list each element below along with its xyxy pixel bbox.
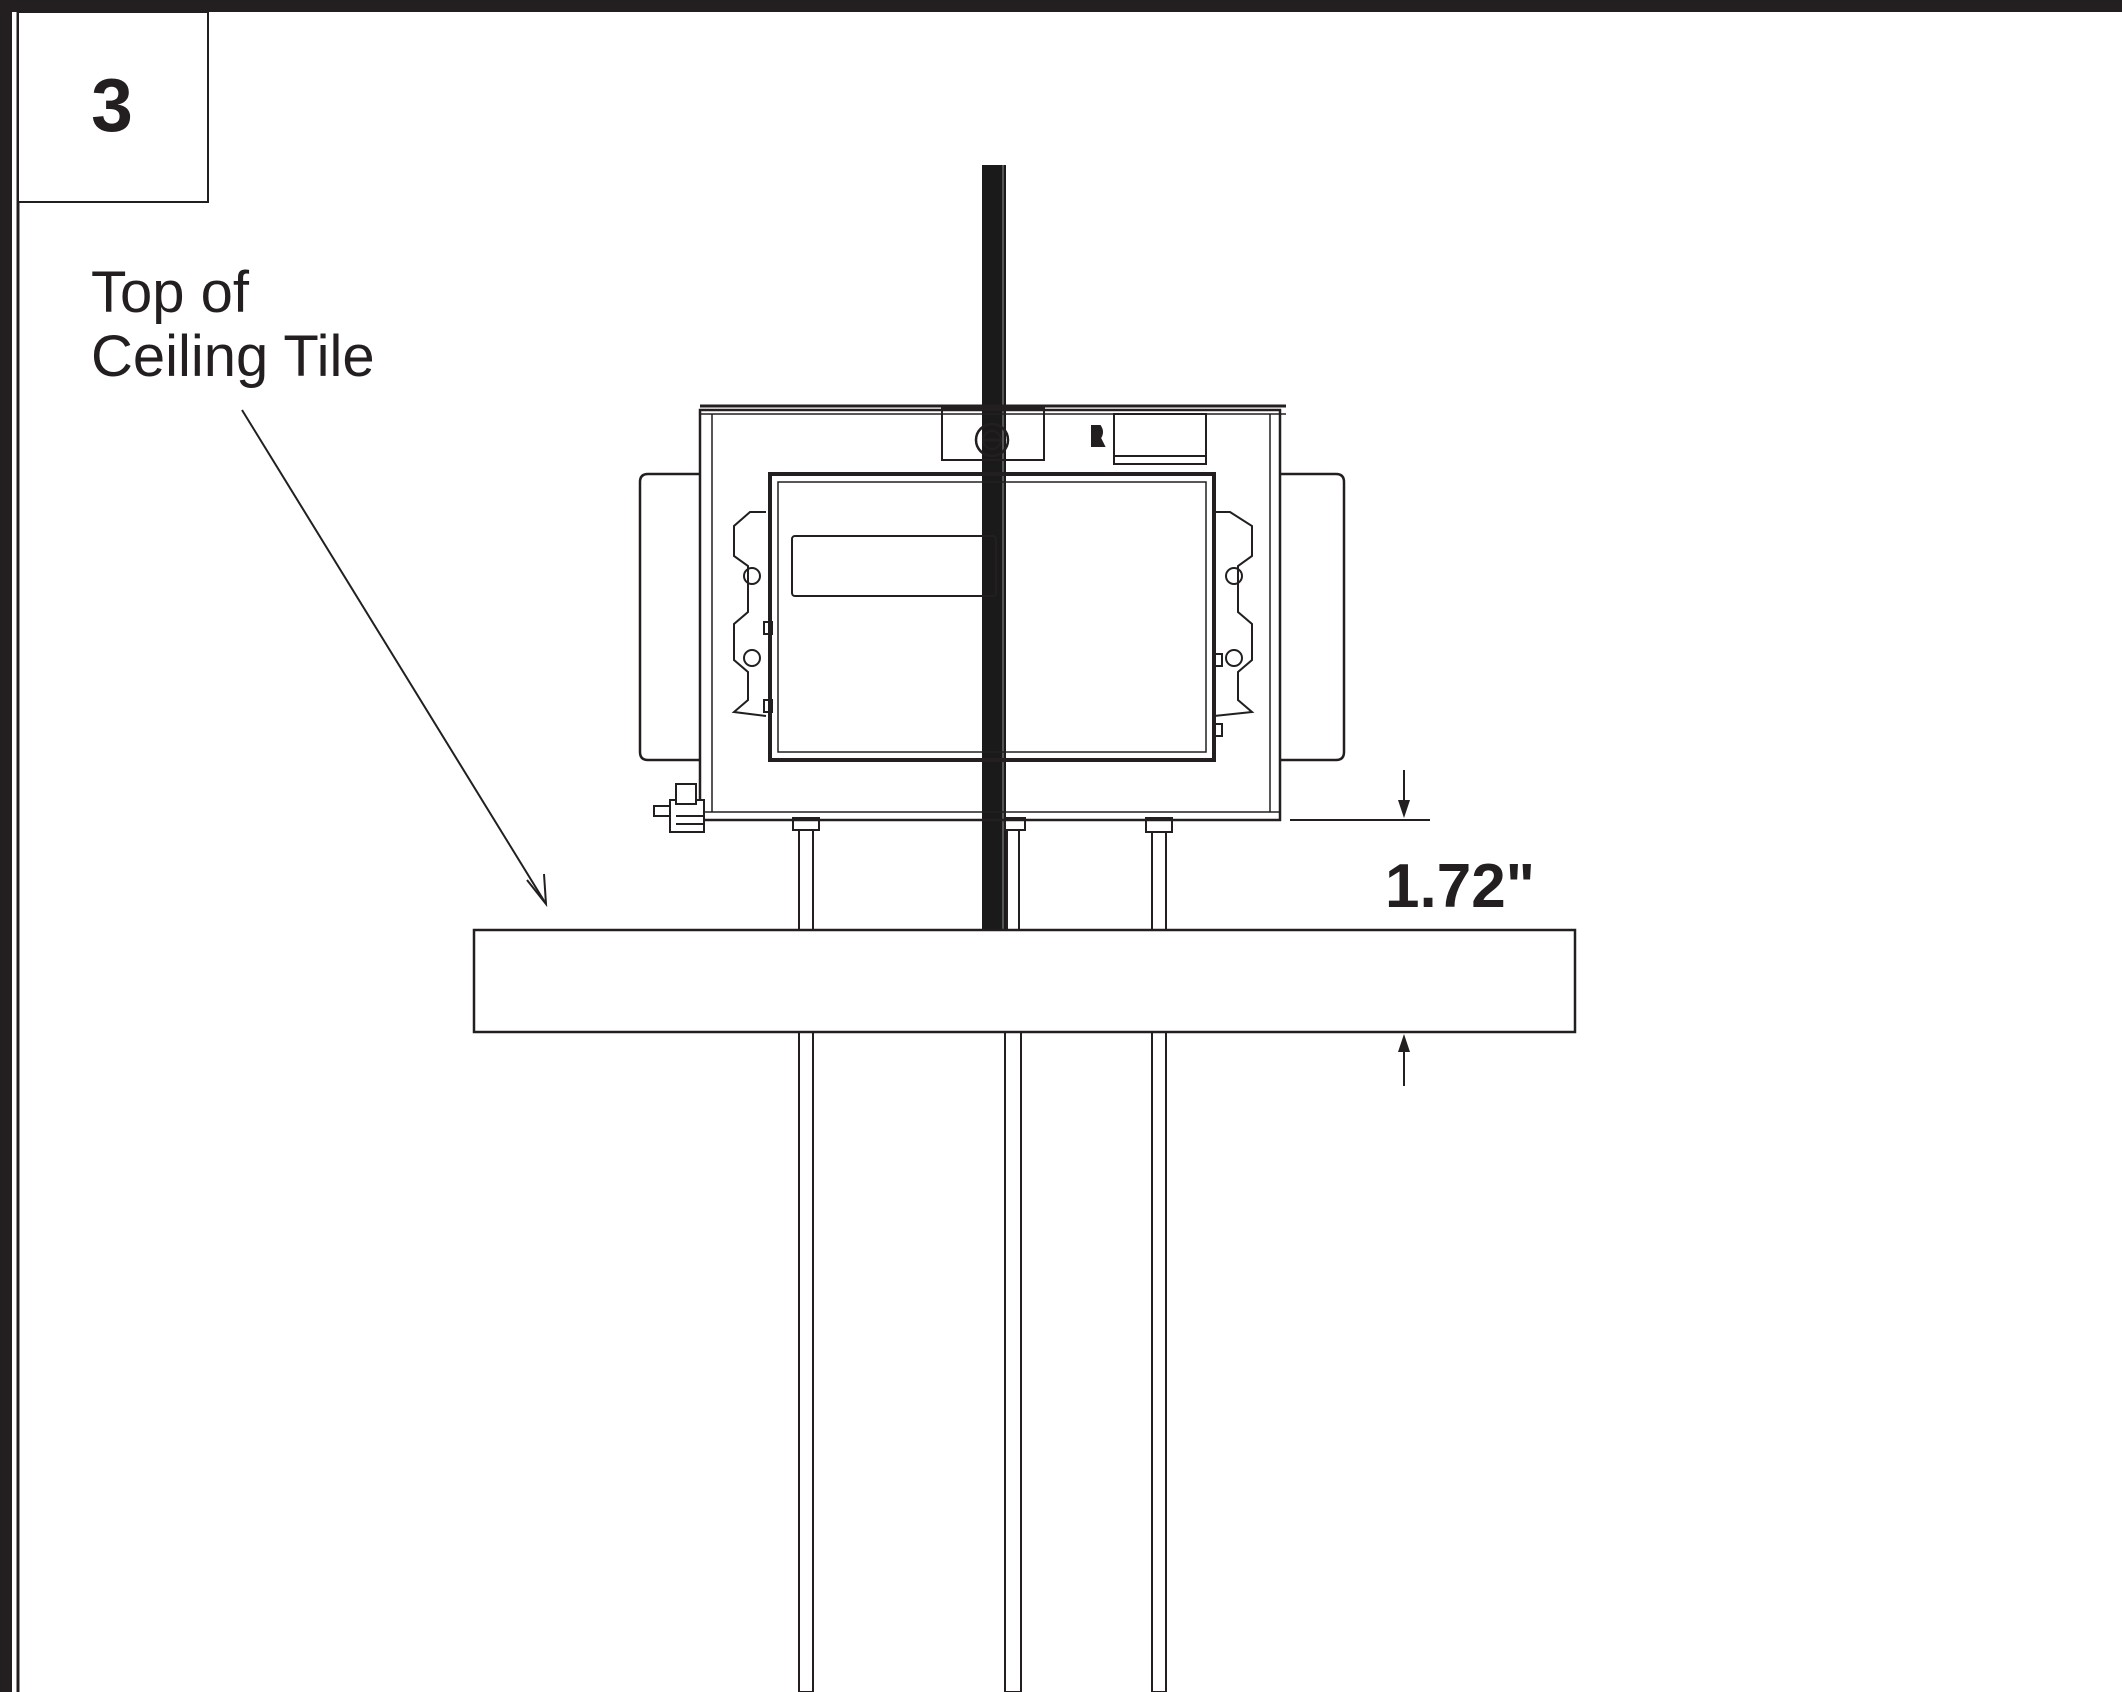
center-support-rod <box>1004 1031 1022 1692</box>
mounting-bracket <box>731 511 1255 737</box>
callout-label: Top of Ceiling Tile <box>91 260 375 389</box>
dimension-arrow-down <box>1398 800 1410 818</box>
threaded-rod <box>982 165 1020 933</box>
enclosure-top-fittings <box>941 407 1207 465</box>
dimension-arrow-up <box>1398 1034 1410 1052</box>
ceiling-tile <box>472 928 1577 1034</box>
label-window <box>791 535 997 597</box>
ground-lug <box>653 783 705 833</box>
dimension-label: 1.72" <box>1385 852 1535 921</box>
step-number-box: 3 <box>17 11 209 203</box>
callout-leader-arrow <box>241 409 548 908</box>
dimension-markers <box>1290 770 1430 1086</box>
callout-line-2: Ceiling Tile <box>91 324 375 389</box>
step-number: 3 <box>91 63 133 147</box>
cover-plate <box>768 472 1216 762</box>
callout-line-1: Top of <box>91 260 250 325</box>
